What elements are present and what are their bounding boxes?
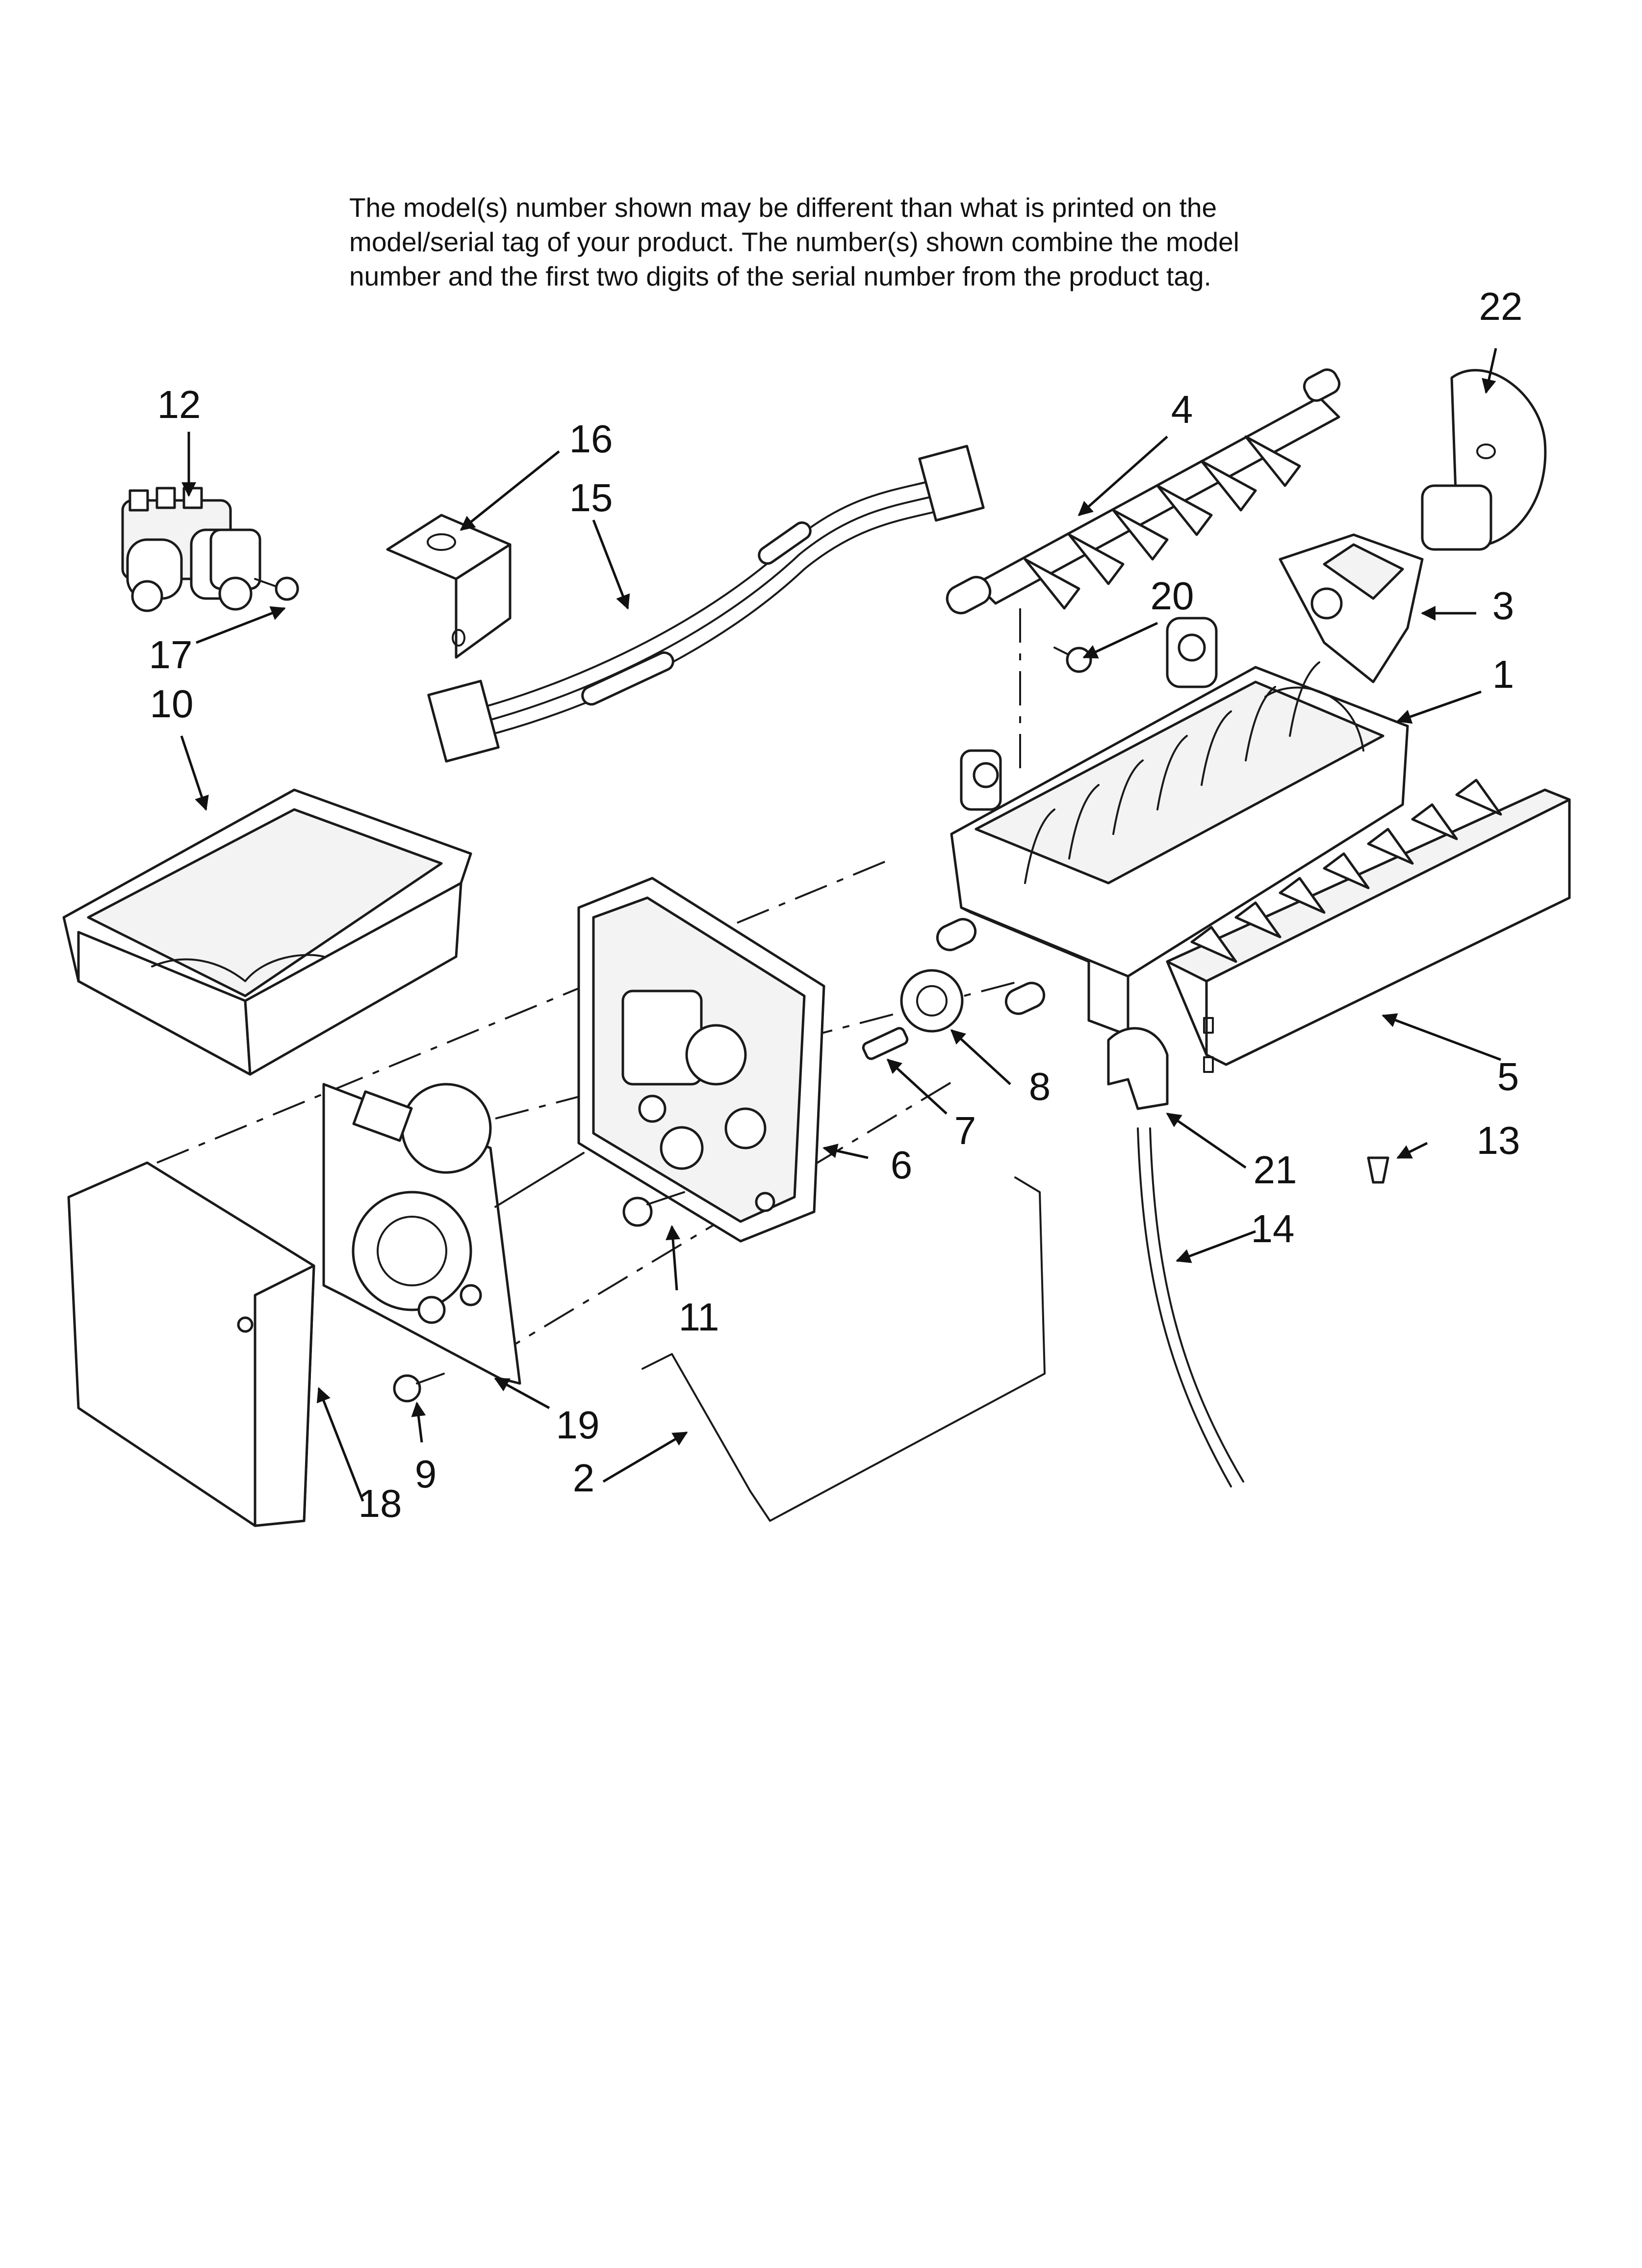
callout-3: 3 xyxy=(1492,584,1514,627)
thermostat-part[interactable] xyxy=(862,915,1048,1060)
shield-22-part[interactable] xyxy=(1421,369,1547,551)
callout-18: 18 xyxy=(359,1482,402,1525)
callout-5: 5 xyxy=(1497,1055,1519,1098)
callout-9: 9 xyxy=(415,1452,437,1496)
plug-13-part[interactable] xyxy=(1367,1156,1389,1184)
callout-14: 14 xyxy=(1251,1207,1295,1251)
screw-17-part[interactable] xyxy=(254,576,299,601)
ice-bin-part[interactable] xyxy=(62,788,472,1076)
callout-4: 4 xyxy=(1171,388,1193,431)
shutoff-arm-part[interactable] xyxy=(641,1176,1046,1522)
clip-21-part[interactable] xyxy=(1107,1027,1169,1110)
control-module-part[interactable] xyxy=(322,1083,585,1385)
callout-17: 17 xyxy=(149,633,193,677)
bracket-part[interactable] xyxy=(386,514,512,659)
callout-1: 1 xyxy=(1492,652,1514,696)
callout-13: 13 xyxy=(1477,1119,1520,1162)
note-line-2: model/serial tag of your product. The nu… xyxy=(349,227,1239,257)
screw-11-part[interactable] xyxy=(622,1191,685,1227)
ejector-shaft-part[interactable] xyxy=(943,366,1343,617)
callout-11: 11 xyxy=(678,1295,719,1339)
callout-7: 7 xyxy=(954,1109,976,1152)
ice-mold-part[interactable] xyxy=(950,617,1409,1037)
fill-cup-part[interactable] xyxy=(1279,533,1424,683)
fill-tube-part[interactable] xyxy=(1137,1127,1244,1487)
stripper-part[interactable] xyxy=(1166,779,1571,1073)
callout-12: 12 xyxy=(157,383,201,426)
callout-21: 21 xyxy=(1254,1148,1297,1192)
housing-part[interactable] xyxy=(577,877,825,1243)
callout-16: 16 xyxy=(569,417,613,461)
callout-8: 8 xyxy=(1029,1065,1051,1108)
water-valve-part[interactable] xyxy=(121,487,261,612)
callout-10: 10 xyxy=(150,682,194,726)
callout-19: 19 xyxy=(556,1403,600,1447)
front-cover-part[interactable] xyxy=(67,1161,315,1527)
note-line-3: number and the first two digits of the s… xyxy=(349,261,1211,291)
callout-20: 20 xyxy=(1151,574,1194,618)
callout-22: 22 xyxy=(1479,285,1523,328)
callout-2: 2 xyxy=(573,1456,595,1500)
model-number-note: The model(s) number shown may be differe… xyxy=(349,190,1477,293)
wire-harness-part[interactable] xyxy=(427,444,985,763)
screw-9-part[interactable] xyxy=(393,1373,445,1403)
callout-6: 6 xyxy=(891,1143,913,1187)
callout-15: 15 xyxy=(569,476,613,520)
screw-20-part[interactable] xyxy=(1053,647,1092,673)
callout-labels: 1 2 3 4 5 6 7 8 9 10 11 12 13 14 15 16 1… xyxy=(149,285,1523,1525)
leader-lines xyxy=(180,348,1501,1502)
note-line-1: The model(s) number shown may be differe… xyxy=(349,192,1217,223)
